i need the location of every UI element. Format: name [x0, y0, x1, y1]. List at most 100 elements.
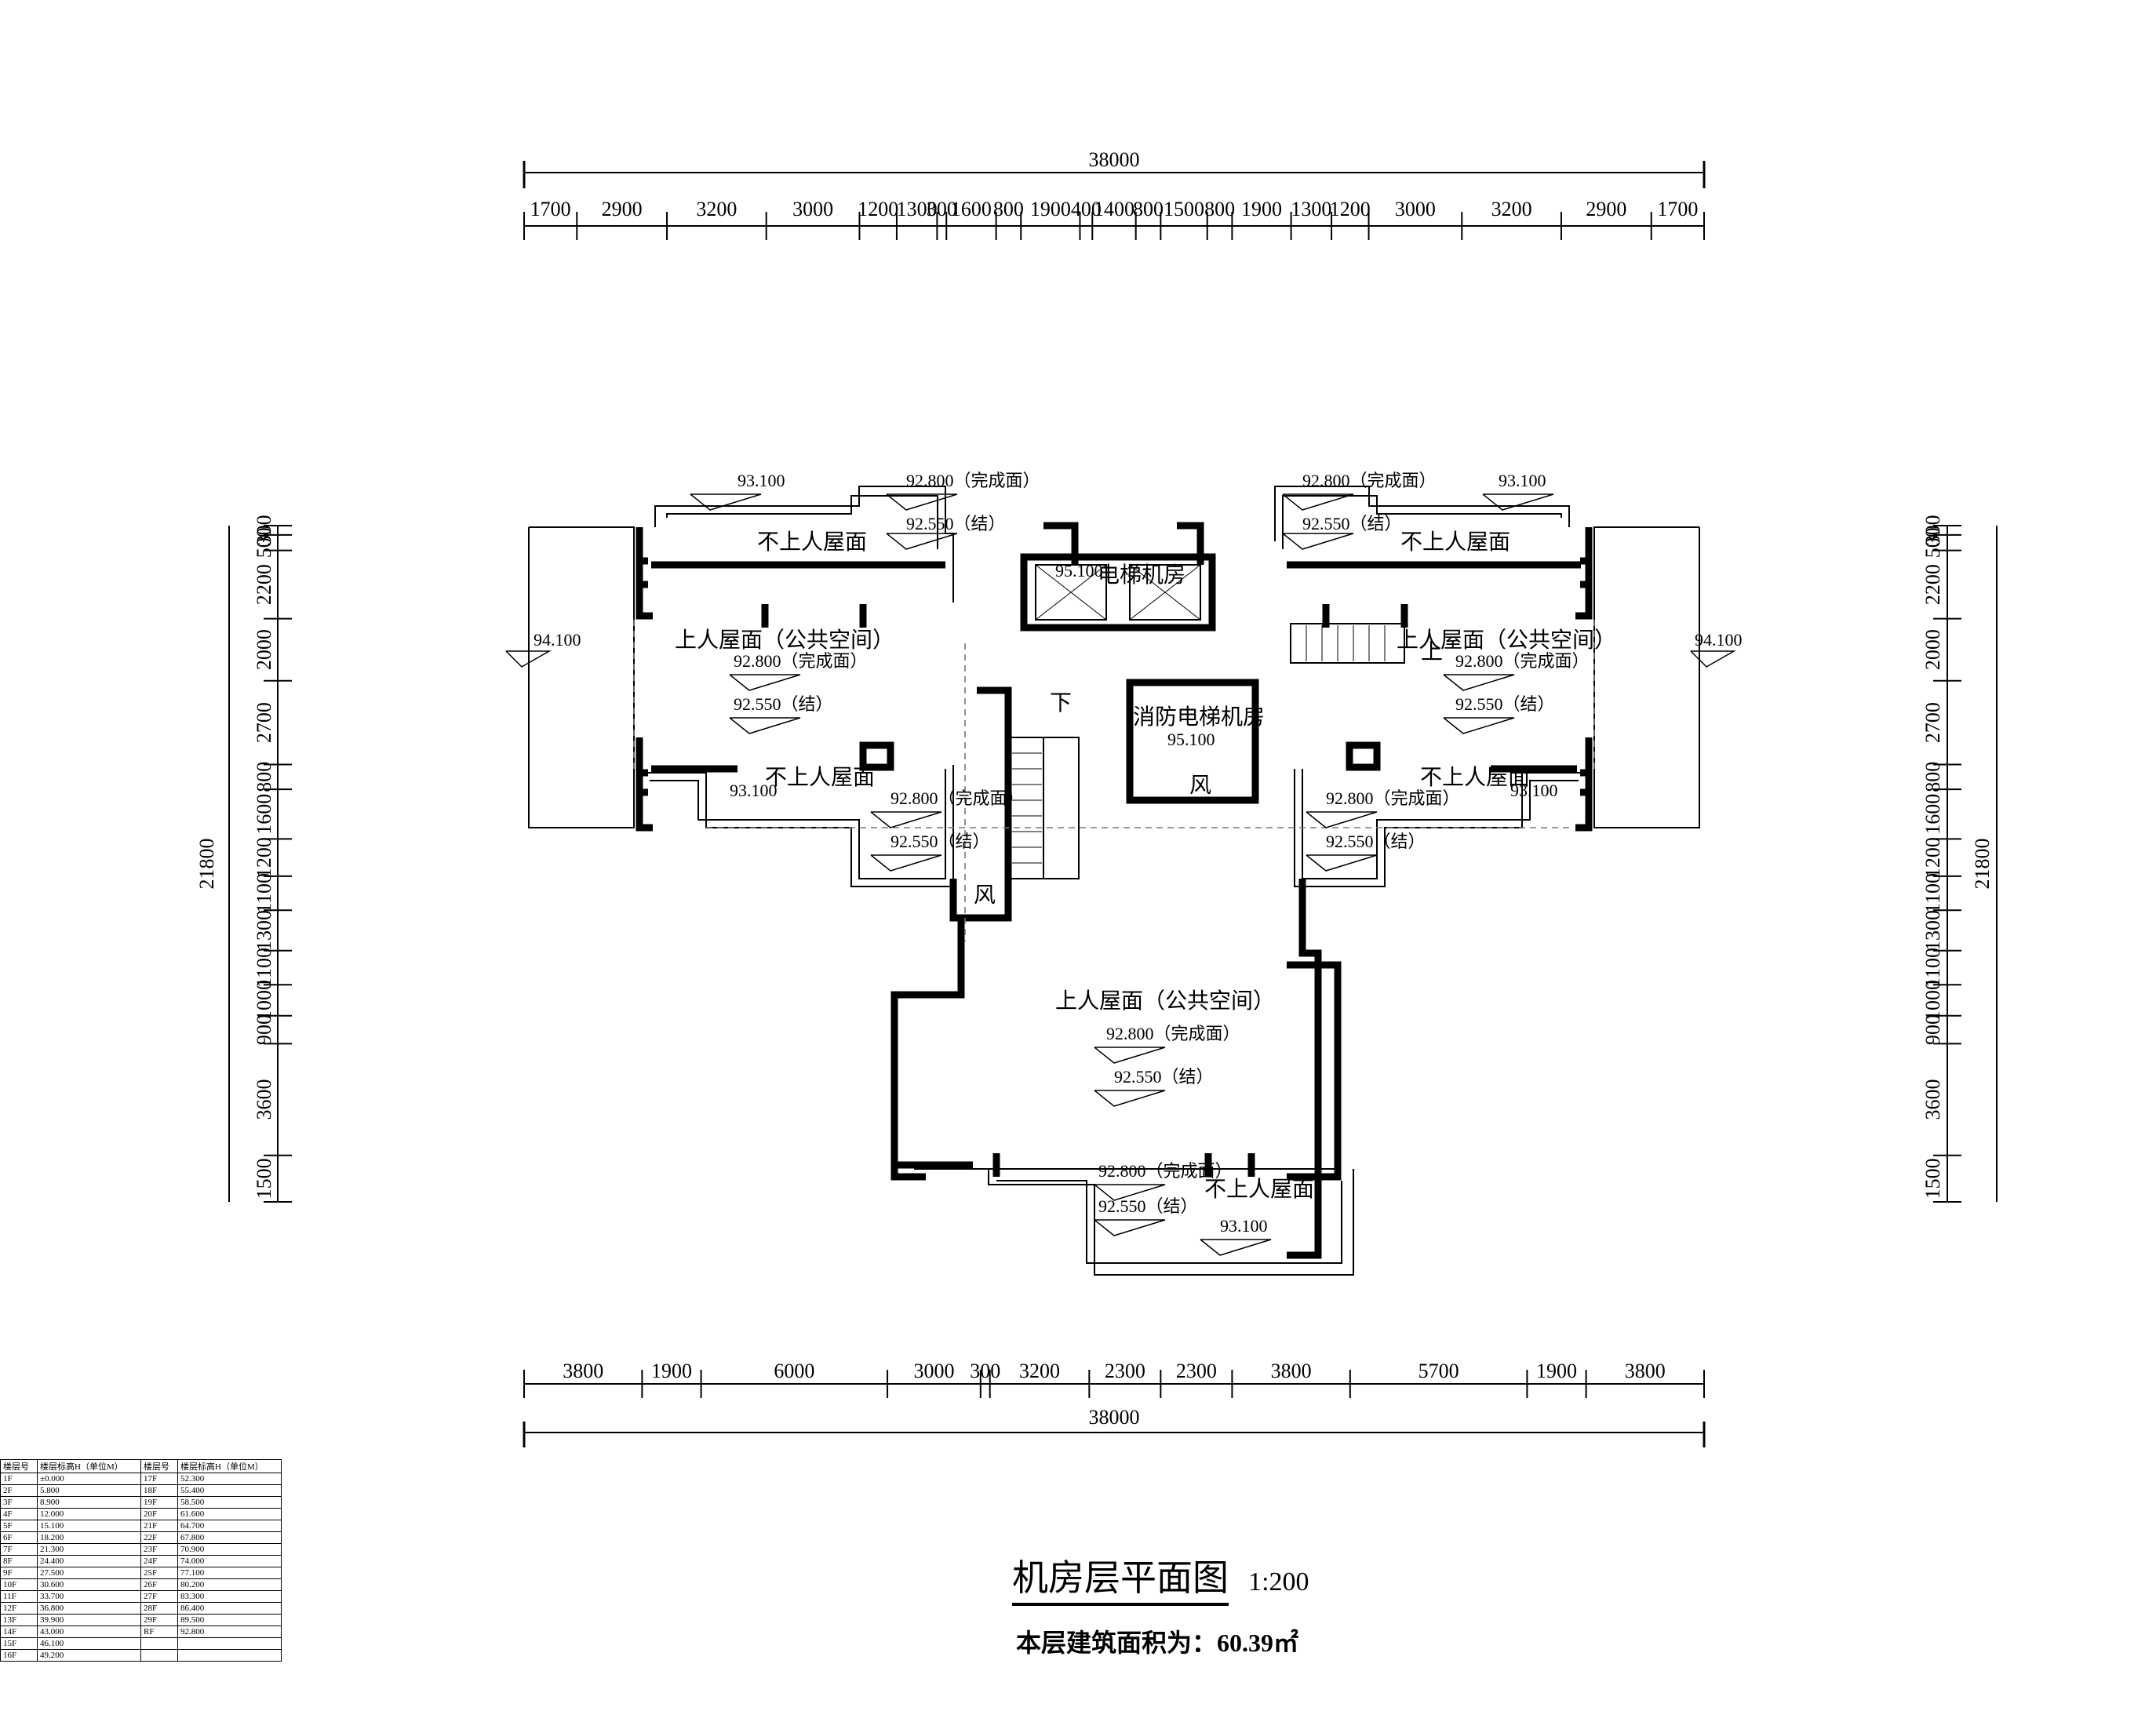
room-labels: 不上人屋面 不上人屋面 不上人屋面 不上人屋面 不上人屋面 上人屋面（公共空间）… [675, 529, 1616, 1202]
top-total-dimension: 38000 [1089, 148, 1140, 171]
elev-93100-bottom: 93.100 [1220, 1216, 1268, 1236]
floor-table-cell: 4F [0, 1508, 38, 1520]
public-roof-label-right: 上人屋面（公共空间） [1397, 627, 1616, 653]
floor-table-cell: 17F [140, 1473, 178, 1485]
no-access-roof-label-lr: 不上人屋面 [1420, 764, 1530, 790]
floor-table-cell: 52.300 [177, 1473, 282, 1485]
elev-92550-ul: 92.550（结） [906, 514, 1006, 533]
floor-table-cell: 21F [140, 1520, 178, 1532]
top-dimension-segment-1: 2900 [602, 198, 643, 220]
right-dimension-segment-4: 2700 [1921, 702, 1944, 743]
elevation-marks: 93.100 93.100 93.100 93.100 93.100 94.10… [505, 471, 1743, 1256]
floor-table-cell: 18.200 [37, 1531, 141, 1544]
floor-table-cell: 89.500 [177, 1614, 282, 1626]
floor-table-cell: 70.900 [177, 1543, 282, 1556]
floor-table-cell: 74.000 [177, 1555, 282, 1567]
floor-table-cell: 15.100 [37, 1520, 141, 1532]
elev-93100-ul: 93.100 [737, 471, 785, 490]
right-dimension-chain: 21800 3005002200200027008001600120011001… [1921, 515, 1998, 1203]
elev-92800-ll: 92.800（完成面） [890, 788, 1025, 808]
left-dimension-segment-10: 1100 [253, 948, 275, 988]
left-total-dimension: 21800 [195, 839, 218, 890]
floor-table-cell: 83.300 [177, 1590, 282, 1603]
floor-table-cell [177, 1637, 282, 1650]
top-dimension-segment-4: 1200 [858, 198, 898, 220]
top-dimension-segment-11: 1400 [1094, 198, 1134, 220]
elevator-room-label: 电梯机房 [1098, 562, 1185, 588]
elev-92800-ul: 92.800（完成面） [906, 471, 1040, 490]
top-dimension-segment-8: 800 [993, 198, 1024, 220]
right-dimension-segment-8: 1100 [1921, 873, 1944, 913]
floor-table-cell: 24F [140, 1555, 178, 1567]
top-dimension-segment-3: 3000 [792, 198, 833, 220]
floor-table-cell [177, 1649, 282, 1662]
floor-table-cell: 58.500 [177, 1496, 282, 1509]
floor-table-cell: 64.700 [177, 1520, 282, 1532]
floor-table-cell: 12F [0, 1602, 38, 1615]
right-dimension-segment-1: 500 [1921, 527, 1944, 558]
floor-table-header-cell: 楼层号 [140, 1459, 178, 1473]
elev-94100-right: 94.100 [1695, 630, 1743, 650]
right-dimension-segment-13: 3600 [1921, 1079, 1944, 1120]
floor-table-cell: 27F [140, 1590, 178, 1603]
floor-table-cell: 6F [0, 1531, 38, 1544]
top-dimension-segment-14: 800 [1204, 198, 1235, 220]
floor-table-cell: 28F [140, 1602, 178, 1615]
top-dimension-segment-16: 1300 [1291, 198, 1331, 220]
floor-table-cell: 10F [0, 1578, 38, 1591]
floor-table-cell: 43.000 [37, 1626, 141, 1638]
floor-table-cell: 21.300 [37, 1543, 141, 1556]
elev-94100-left: 94.100 [534, 630, 581, 650]
right-dimension-segment-12: 900 [1921, 1014, 1944, 1045]
left-dimension-segment-3: 2000 [253, 629, 275, 670]
floor-table-cell: 27.500 [37, 1567, 141, 1579]
left-dimension-segment-14: 1500 [253, 1158, 275, 1199]
floor-table-cell: 22F [140, 1531, 178, 1544]
floor-table-cell: 77.100 [177, 1567, 282, 1579]
floor-table-header-cell: 楼层标高H（单位M） [177, 1459, 282, 1473]
drawing-scale: 1:200 [1248, 1567, 1309, 1596]
top-dimension-segment-17: 1200 [1330, 198, 1371, 220]
floor-table-cell: RF [140, 1626, 178, 1638]
floor-table-cell: 14F [0, 1626, 38, 1638]
left-dimension-segment-0: 300 [253, 515, 275, 545]
bottom-total-dimension: 38000 [1089, 1406, 1140, 1429]
floor-table-header: 楼层号楼层标高H（单位M）楼层号楼层标高H（单位M） [0, 1459, 282, 1473]
floor-table-cell: 19F [140, 1496, 178, 1509]
floor-table-cell: 49.200 [37, 1649, 141, 1662]
elev-92550-l: 92.550（结） [734, 694, 833, 714]
bottom-dimension-segment-2: 6000 [774, 1360, 814, 1382]
elev-92550-center: 92.550（结） [1114, 1067, 1214, 1087]
top-dimension-segment-12: 800 [1133, 198, 1164, 220]
left-dimension-segment-5: 800 [253, 762, 275, 792]
floor-table-cell: 92.800 [177, 1626, 282, 1638]
bottom-dimension-segment-7: 2300 [1176, 1360, 1217, 1382]
floor-table-cell: 36.800 [37, 1602, 141, 1615]
no-access-roof-label-ur: 不上人屋面 [1400, 529, 1510, 555]
top-dimension-segment-15: 1900 [1241, 198, 1282, 220]
left-dimension-segment-6: 1600 [253, 794, 275, 835]
area-note: 本层建筑面积为：60.39㎡ [1016, 1629, 1299, 1657]
bottom-dimension-segment-5: 3200 [1019, 1360, 1060, 1382]
floor-table-cell: 86.400 [177, 1602, 282, 1615]
floor-table-cell [140, 1637, 178, 1650]
right-dimension-segment-7: 1200 [1921, 837, 1944, 878]
wind-shaft-label-center: 风 [1189, 772, 1211, 798]
drawing-title-block: 机房层平面图 1:200 本层建筑面积为：60.39㎡ [1012, 1549, 1326, 1659]
top-dimension-segment-0: 1700 [530, 198, 571, 220]
top-dimension-segment-10: 400 [1071, 198, 1102, 220]
floor-table-cell: 8.900 [37, 1496, 141, 1509]
no-access-roof-label-ul: 不上人屋面 [757, 529, 867, 555]
bottom-dimension-segment-9: 5700 [1419, 1360, 1459, 1382]
bottom-dimension-segment-8: 3800 [1271, 1360, 1312, 1382]
floor-table-cell: 8F [0, 1555, 38, 1567]
building-walls [528, 486, 1700, 1276]
